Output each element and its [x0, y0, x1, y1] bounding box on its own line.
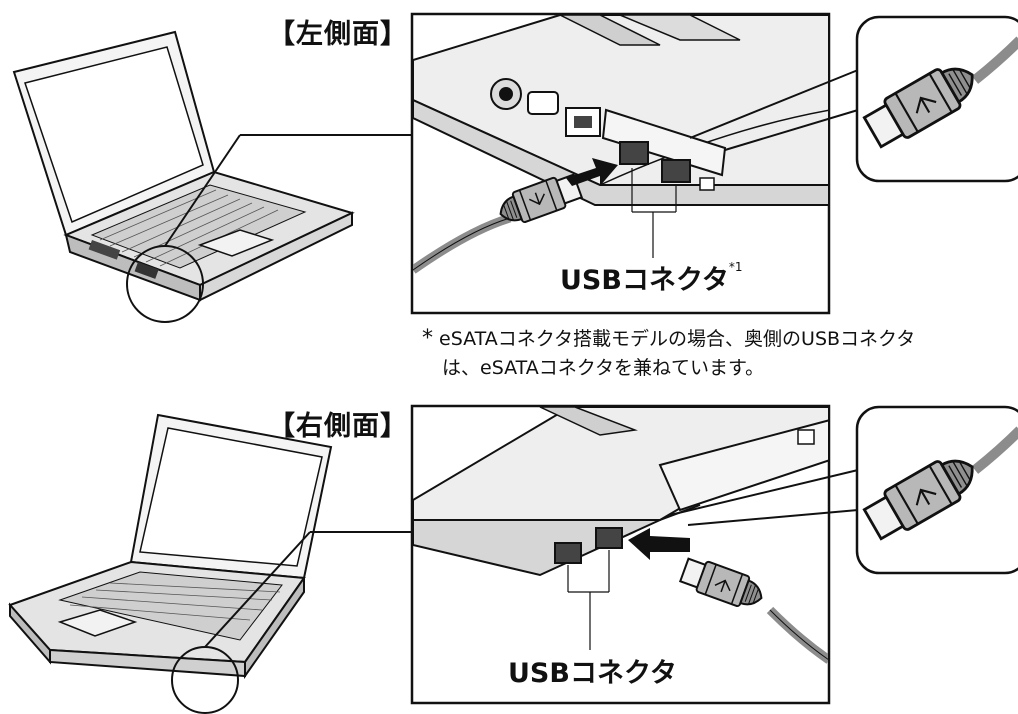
- usb-port-left-bottom: [554, 542, 582, 564]
- laptop-right-illustration: [8, 413, 414, 714]
- usb-connector-label-left: USBコネクタ*1: [560, 258, 743, 297]
- note-star: *: [422, 326, 433, 351]
- esata-note: * eSATAコネクタ搭載モデルの場合、奥側のUSBコネクタ は、eSATAコネ…: [422, 324, 915, 383]
- zoom-box-left: [410, 12, 831, 315]
- esata-note-line2: は、eSATAコネクタを兼ねています。: [422, 354, 915, 383]
- note-line1-text: eSATAコネクタ搭載モデルの場合、奥側のUSBコネクタ: [439, 328, 916, 350]
- usb-connector-label-right: USBコネクタ: [508, 658, 677, 689]
- usb-port-right-bottom: [595, 527, 623, 549]
- usb-connector-label-left-text: USBコネクタ: [560, 265, 729, 296]
- left-side-title: 【左側面】: [268, 19, 408, 50]
- right-side-title: 【右側面】: [268, 411, 408, 442]
- zoom-box-right: [410, 404, 831, 705]
- note-line2-text: は、eSATAコネクタを兼ねています。: [442, 357, 765, 379]
- usb-plug-callout-right: [669, 405, 1018, 575]
- usb-plug-callout-left: [689, 15, 1018, 183]
- usb-port-rear-left: [661, 159, 691, 183]
- footnote-mark: *1: [728, 260, 743, 274]
- usb-port-front-left: [619, 141, 649, 165]
- esata-note-line1: * eSATAコネクタ搭載モデルの場合、奥側のUSBコネクタ: [422, 324, 915, 354]
- laptop-left-illustration: [12, 30, 414, 323]
